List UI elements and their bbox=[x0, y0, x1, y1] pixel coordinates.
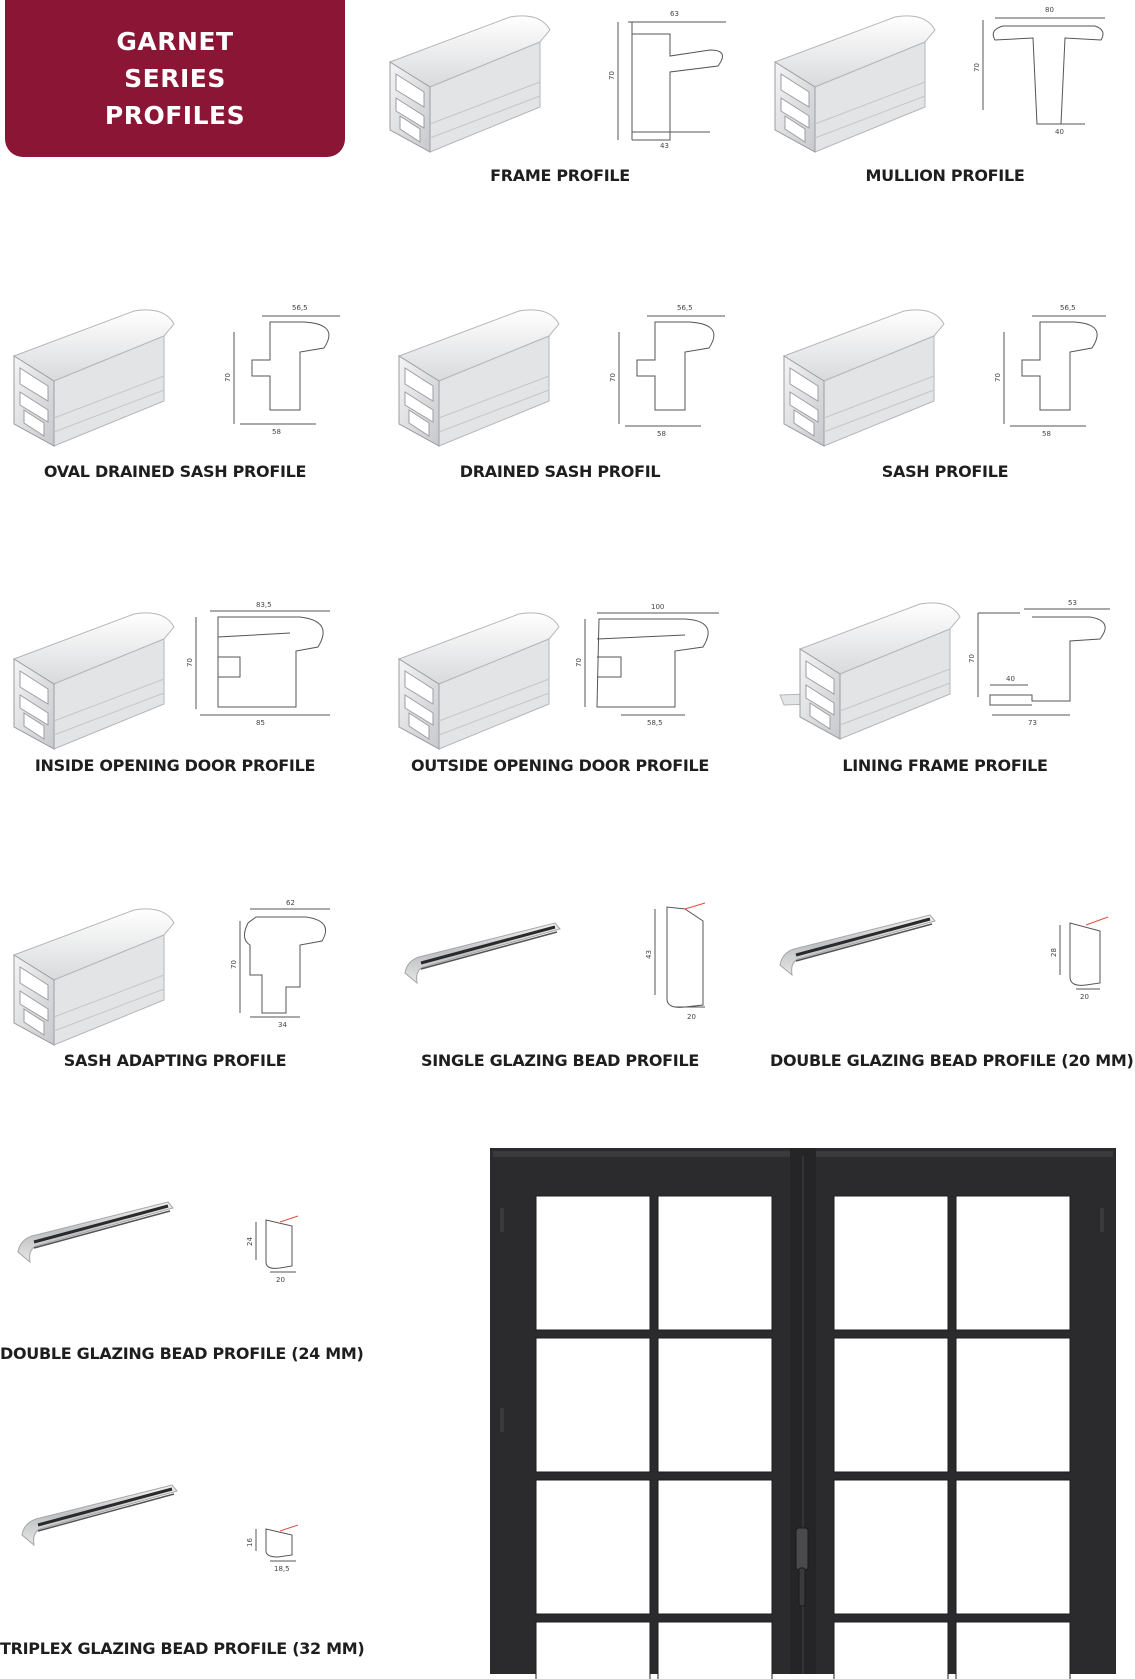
sash-dim-base: 58 bbox=[1042, 430, 1051, 438]
inside-door-label: INSIDE OPENING DOOR PROFILE bbox=[34, 756, 316, 775]
triplex-bead-32-image: 16 18,5 bbox=[20, 1483, 299, 1573]
series-title-line-2: SERIES bbox=[124, 64, 226, 93]
drained-sash-dim-height: 70 bbox=[609, 373, 617, 382]
profile-double-bead-24: 24 20 DOUBLE GLAZING BEAD PROFILE (24 MM… bbox=[0, 1190, 364, 1380]
outside-door-label: OUTSIDE OPENING DOOR PROFILE bbox=[410, 756, 710, 775]
double-bead-20-image: 28 20 bbox=[778, 913, 1109, 1001]
double-casement-window-image bbox=[490, 1148, 1116, 1679]
double-bead-24-label: DOUBLE GLAZING BEAD PROFILE (24 MM) bbox=[0, 1344, 364, 1363]
sash-adapting-dim-base: 34 bbox=[278, 1021, 287, 1029]
single-bead-dim-height: 43 bbox=[645, 950, 653, 959]
lining-frame-label: LINING FRAME PROFILE bbox=[842, 756, 1048, 775]
drained-sash-label: DRAINED SASH PROFIL bbox=[459, 462, 661, 481]
lining-frame-dim-width: 53 bbox=[1068, 599, 1077, 607]
drained-sash-dim-width: 56,5 bbox=[677, 304, 693, 312]
frame-dim-base: 43 bbox=[660, 142, 669, 150]
sash-dim-height: 70 bbox=[994, 373, 1002, 382]
outside-door-dim-base: 58,5 bbox=[647, 719, 663, 727]
single-bead-dim-base: 20 bbox=[687, 1013, 696, 1021]
sash-adapting-label: SASH ADAPTING PROFILE bbox=[63, 1051, 287, 1070]
profile-outside-door: 100 70 58,5 OUTSIDE OPENING DOOR PROFILE bbox=[385, 597, 735, 787]
lining-frame-dim-step: 40 bbox=[1006, 675, 1015, 683]
lining-frame-image: 53 70 40 73 bbox=[779, 599, 1110, 740]
oval-drained-sash-image: 56,5 70 58 bbox=[13, 304, 340, 447]
frame-profile-image: 63 70 43 bbox=[389, 10, 726, 153]
inside-door-dim-height: 70 bbox=[186, 658, 194, 667]
inside-door-image: 83,5 70 85 bbox=[13, 601, 330, 750]
profile-frame: 63 70 43 FRAME PROFILE bbox=[370, 0, 750, 190]
series-banner: GARNET SERIES PROFILES bbox=[5, 0, 345, 157]
sash-dim-width: 56,5 bbox=[1060, 304, 1076, 312]
series-title: GARNET SERIES PROFILES bbox=[105, 23, 245, 134]
profile-triplex-bead-32: 16 18,5 TRIPLEX GLAZING BEAD PROFILE (32… bbox=[0, 1483, 365, 1675]
triplex-bead-32-label: TRIPLEX GLAZING BEAD PROFILE (32 MM) bbox=[0, 1639, 365, 1658]
mullion-dim-base: 40 bbox=[1055, 128, 1064, 136]
profile-single-bead: 43 20 SINGLE GLAZING BEAD PROFILE bbox=[385, 895, 735, 1085]
triplex-bead-32-dim-height: 16 bbox=[246, 1538, 254, 1547]
mullion-dim-height: 70 bbox=[973, 63, 981, 72]
single-bead-label: SINGLE GLAZING BEAD PROFILE bbox=[421, 1051, 699, 1070]
series-title-line-1: GARNET bbox=[116, 27, 234, 56]
sash-adapting-dim-height: 70 bbox=[230, 960, 238, 969]
double-bead-20-dim-height: 28 bbox=[1050, 948, 1058, 957]
sash-profile-label: SASH PROFILE bbox=[881, 462, 1009, 481]
triplex-bead-32-dim-base: 18,5 bbox=[274, 1565, 290, 1573]
profile-lining-frame: 53 70 40 73 LINING FRAME PROFILE bbox=[770, 597, 1120, 787]
profile-sash: 56,5 70 58 SASH PROFILE bbox=[770, 300, 1120, 490]
profile-sash-adapting: 62 70 34 SASH ADAPTING PROFILE bbox=[0, 895, 350, 1085]
profile-inside-door: 83,5 70 85 INSIDE OPENING DOOR PROFILE bbox=[0, 597, 350, 787]
window-illustration bbox=[490, 1148, 1116, 1679]
oval-drained-sash-label: OVAL DRAINED SASH PROFILE bbox=[43, 462, 307, 481]
frame-dim-width: 63 bbox=[670, 10, 679, 18]
double-bead-24-dim-height: 24 bbox=[246, 1237, 254, 1246]
mullion-profile-image: 80 70 40 bbox=[774, 6, 1105, 153]
frame-dim-height: 70 bbox=[608, 71, 616, 80]
outside-door-dim-height: 70 bbox=[575, 658, 583, 667]
double-bead-20-label: DOUBLE GLAZING BEAD PROFILE (20 MM) bbox=[770, 1051, 1134, 1070]
mullion-dim-width: 80 bbox=[1045, 6, 1054, 14]
oval-drained-sash-dim-base: 58 bbox=[272, 428, 281, 436]
oval-drained-sash-dim-width: 56,5 bbox=[292, 304, 308, 312]
sash-profile-image: 56,5 70 58 bbox=[783, 304, 1106, 447]
outside-door-dim-width: 100 bbox=[651, 603, 664, 611]
double-bead-24-image: 24 20 bbox=[16, 1200, 299, 1284]
sash-adapting-image: 62 70 34 bbox=[13, 899, 330, 1046]
inside-door-dim-base: 85 bbox=[256, 719, 265, 727]
single-bead-image: 43 20 bbox=[403, 902, 706, 1021]
lining-frame-dim-base: 73 bbox=[1028, 719, 1037, 727]
series-title-line-3: PROFILES bbox=[104, 101, 246, 130]
outside-door-image: 100 70 58,5 bbox=[398, 603, 719, 750]
mullion-profile-label: MULLION PROFILE bbox=[865, 166, 1025, 185]
inside-door-dim-width: 83,5 bbox=[256, 601, 272, 609]
double-bead-24-dim-base: 20 bbox=[276, 1276, 285, 1284]
sash-adapting-dim-width: 62 bbox=[286, 899, 295, 907]
profile-double-bead-20: 28 20 DOUBLE GLAZING BEAD PROFILE (20 MM… bbox=[770, 895, 1134, 1085]
drained-sash-image: 56,5 70 58 bbox=[398, 304, 725, 447]
profile-drained-sash: 56,5 70 58 DRAINED SASH PROFIL bbox=[385, 300, 735, 490]
profile-mullion: 80 70 40 MULLION PROFILE bbox=[755, 0, 1135, 190]
frame-profile-label: FRAME PROFILE bbox=[490, 166, 630, 185]
lining-frame-dim-height: 70 bbox=[968, 654, 976, 663]
double-bead-20-dim-base: 20 bbox=[1080, 993, 1089, 1001]
profile-oval-drained-sash: 56,5 70 58 OVAL DRAINED SASH PROFILE bbox=[0, 300, 350, 490]
drained-sash-dim-base: 58 bbox=[657, 430, 666, 438]
oval-drained-sash-dim-height: 70 bbox=[224, 373, 232, 382]
